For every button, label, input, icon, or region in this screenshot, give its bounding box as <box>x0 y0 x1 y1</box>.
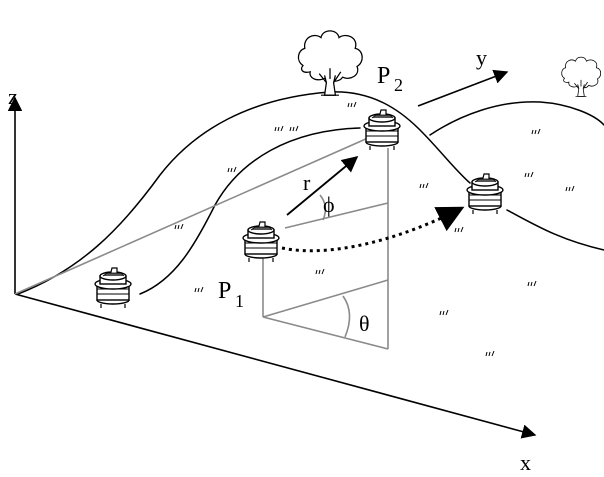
theta-arc <box>342 295 351 338</box>
grass-tuft-icon <box>174 223 184 230</box>
grass-tuft-icon <box>439 309 449 316</box>
z-axis-label: z <box>8 84 18 109</box>
svg-text:2: 2 <box>394 75 403 95</box>
grass-tuft-icon <box>524 171 534 178</box>
planned-path-arrow <box>281 206 465 253</box>
svg-text:P: P <box>218 278 231 304</box>
vector-r-arrow <box>286 155 359 216</box>
grass-tuft-icon <box>454 226 464 233</box>
svg-text:1: 1 <box>235 291 244 311</box>
grass-tuft-icon <box>194 286 204 293</box>
grass-tuft-icon <box>347 101 357 108</box>
y-axis-label: y <box>476 45 487 70</box>
tree-icon-small <box>561 56 602 97</box>
grass-tuft-icon <box>227 166 237 173</box>
robot-icon-right <box>466 173 504 215</box>
ground-x-parallel <box>262 316 389 350</box>
grass-tuft-icon <box>531 128 541 135</box>
tree-icon-large <box>297 30 363 96</box>
grass-tuft-icon <box>565 185 575 192</box>
robot-icon-left <box>94 267 132 309</box>
theta-label: θ <box>359 311 370 336</box>
elevation-horizontal <box>284 202 389 229</box>
y-axis <box>417 69 509 107</box>
grass-tuft-icon <box>289 125 299 132</box>
phi-label: ϕ <box>323 192 335 217</box>
grass-tuft-icon <box>527 280 537 287</box>
grass-tuft-icon <box>315 268 325 275</box>
vector-r-label: r <box>303 170 311 195</box>
robot-icon-p1 <box>242 221 280 263</box>
x-axis-label: x <box>520 450 531 475</box>
x-axis <box>14 293 537 439</box>
grass-tuft-icon <box>274 125 284 132</box>
ground-projection <box>262 279 389 318</box>
svg-text:P: P <box>377 63 390 89</box>
hill-ridge-right <box>429 101 604 136</box>
grass-tuft-icon <box>485 350 495 357</box>
point-p2-label: P 2 <box>377 63 403 95</box>
point-p1-label: P 1 <box>218 278 244 311</box>
hill-ridge-left <box>17 91 471 295</box>
grass-tuft-icon <box>419 182 429 189</box>
robot-icon-p2 <box>363 109 401 151</box>
phi-arc <box>319 194 327 221</box>
hill-slope-right <box>506 209 604 251</box>
origin-to-p2-line <box>14 137 369 295</box>
